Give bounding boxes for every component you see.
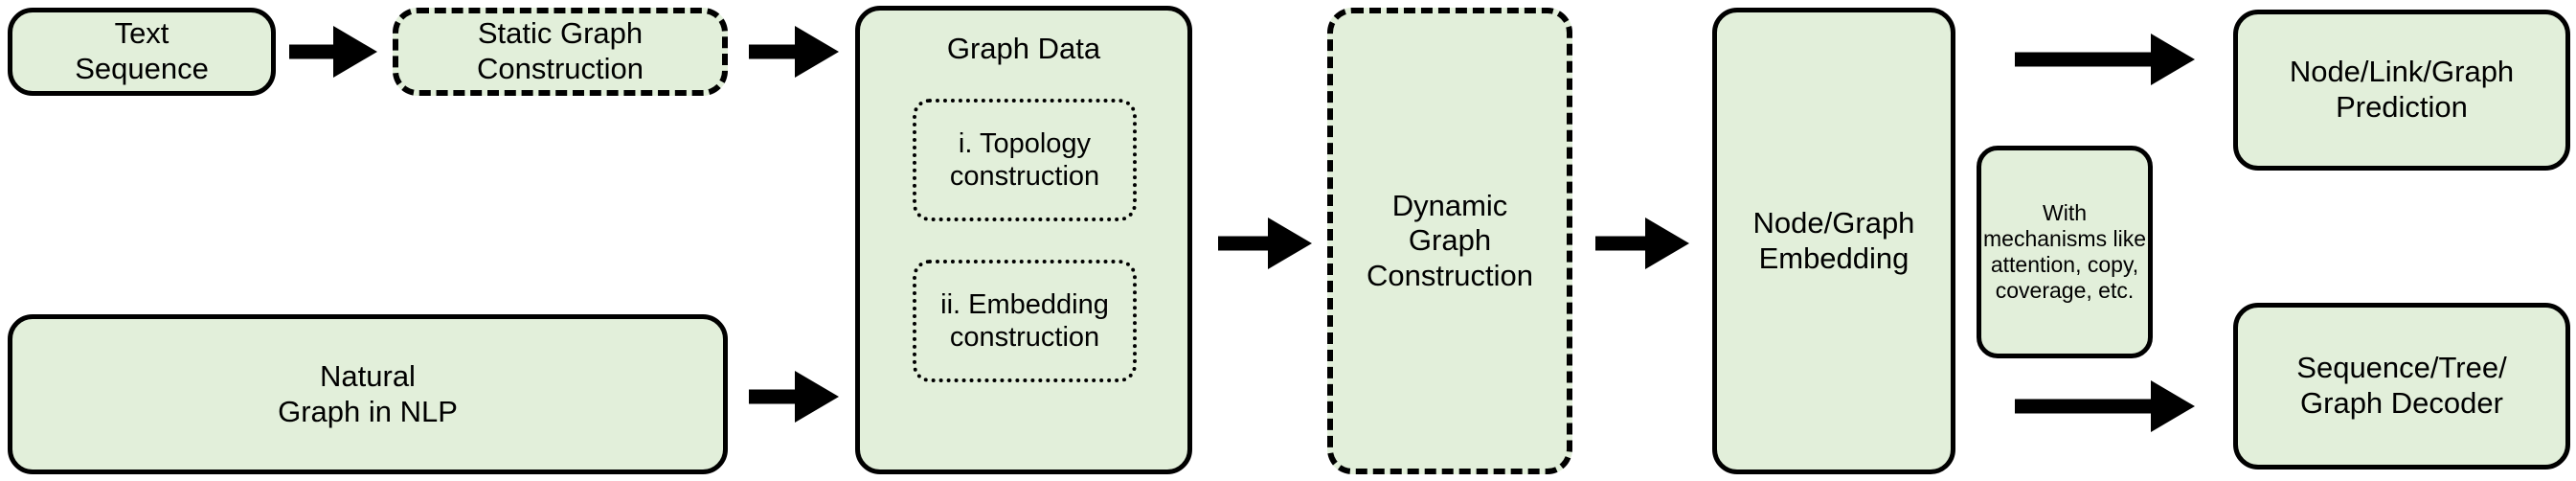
node-graph-data[interactable]: Graph Data i. Topology construction ii. … bbox=[855, 6, 1192, 474]
arrow-head bbox=[795, 371, 839, 423]
arrow-shaft bbox=[749, 44, 799, 59]
graph-data-title: Graph Data bbox=[946, 32, 1101, 65]
node-prediction[interactable]: Node/Link/Graph Prediction bbox=[2233, 10, 2570, 171]
node-embedding-construction[interactable]: ii. Embedding construction bbox=[913, 260, 1137, 382]
arrow-shaft bbox=[749, 389, 799, 404]
arrow-head bbox=[2151, 380, 2195, 432]
node-dynamic-graph-construction[interactable]: Dynamic Graph Construction bbox=[1327, 8, 1572, 474]
arrow-head bbox=[795, 26, 839, 78]
node-topology-construction[interactable]: i. Topology construction bbox=[913, 99, 1137, 221]
node-natural-graph-nlp[interactable]: Natural Graph in NLP bbox=[8, 314, 728, 474]
arrow-head bbox=[1645, 218, 1689, 269]
arrow-shaft bbox=[2015, 52, 2155, 67]
arrow-head bbox=[1268, 218, 1312, 269]
node-mechanisms[interactable]: With mechanisms like attention, copy, co… bbox=[1977, 146, 2153, 358]
node-node-graph-embedding[interactable]: Node/Graph Embedding bbox=[1712, 8, 1955, 474]
arrow-head bbox=[2151, 34, 2195, 85]
arrow-head bbox=[333, 26, 377, 78]
node-decoder[interactable]: Sequence/Tree/ Graph Decoder bbox=[2233, 303, 2570, 470]
arrow-shaft bbox=[1595, 236, 1649, 251]
node-static-graph-construction[interactable]: Static Graph Construction bbox=[393, 8, 728, 96]
arrow-shaft bbox=[1218, 236, 1272, 251]
arrow-shaft bbox=[2015, 399, 2155, 414]
node-text-sequence[interactable]: Text Sequence bbox=[8, 8, 276, 96]
arrow-shaft bbox=[289, 44, 337, 59]
